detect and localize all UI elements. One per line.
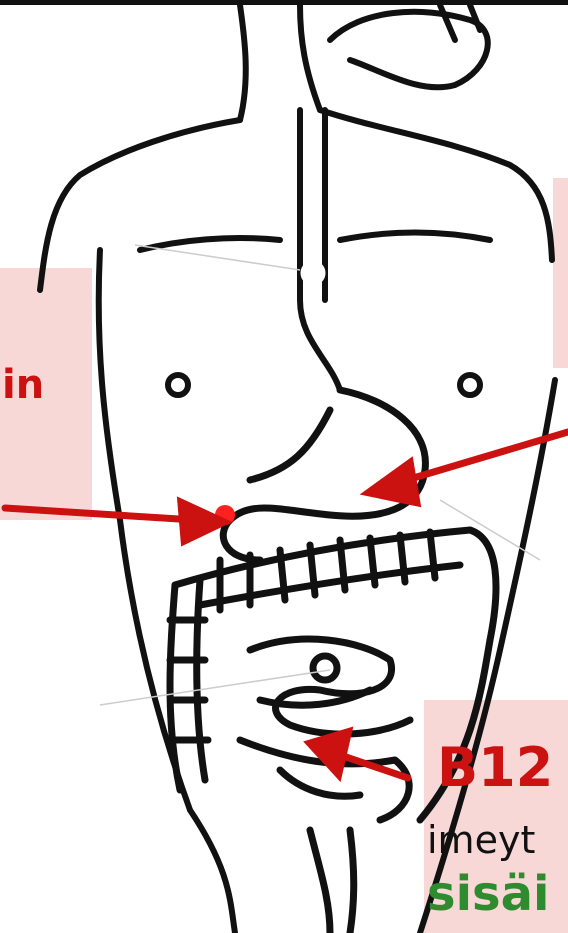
leader-line-chest (135, 245, 300, 270)
label-left-text: in (2, 362, 44, 408)
top-border (0, 0, 568, 5)
label-b12-line3: sisäi (427, 866, 549, 922)
label-b12-title: B12 (437, 736, 553, 799)
marker-dot (301, 261, 325, 285)
label-box-top-right (553, 178, 568, 368)
label-b12-line2: imeyt (427, 818, 535, 862)
